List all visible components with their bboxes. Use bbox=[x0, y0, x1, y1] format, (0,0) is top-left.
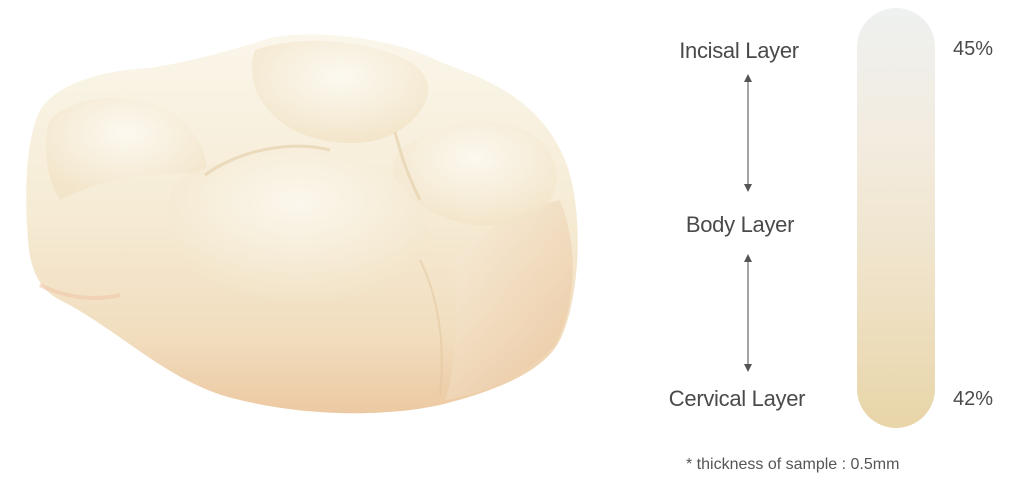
sample-thickness-note: * thickness of sample : 0.5mm bbox=[686, 456, 899, 474]
cervical-layer-label: Cervical Layer bbox=[669, 386, 805, 412]
translucency-gradient-bar bbox=[857, 8, 935, 428]
body-layer-label: Body Layer bbox=[686, 212, 794, 238]
incisal-layer-label: Incisal Layer bbox=[679, 38, 799, 64]
tooth-illustration bbox=[0, 0, 600, 440]
body-cervical-arrow bbox=[743, 254, 753, 372]
top-percentage: 45% bbox=[953, 38, 993, 61]
incisal-body-arrow bbox=[743, 74, 753, 192]
bottom-percentage: 42% bbox=[953, 388, 993, 411]
